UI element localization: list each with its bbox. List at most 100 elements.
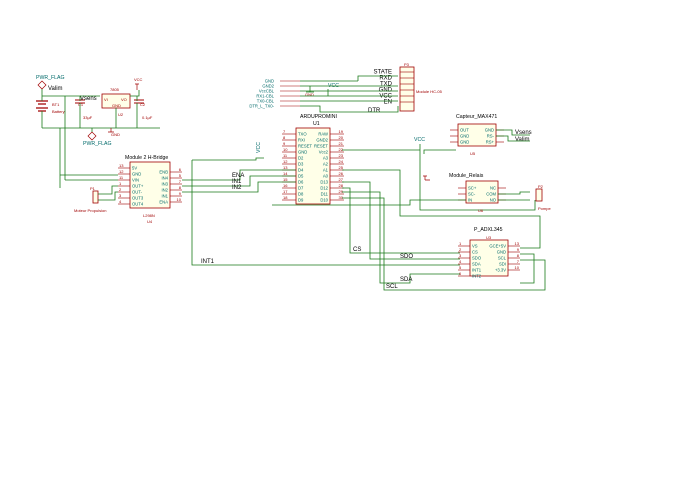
- adxl-right-4-pin-number: 10: [515, 265, 520, 270]
- hbridge-left-6-pin-number: 4: [119, 199, 122, 204]
- hbridge-right-1-pin-number: 5: [179, 173, 182, 178]
- adxl-right-0-pin-name: GCE+5V: [489, 243, 506, 248]
- hc05-value: Module HC-05: [416, 89, 443, 94]
- pwr-flag-label: PWR_FLAG: [36, 75, 65, 81]
- arduino-right-2-pin-number: 21: [339, 141, 344, 146]
- pump-connector: P2 Pompe: [535, 184, 551, 211]
- adxl-left-1-pin-number: 2: [459, 247, 462, 252]
- adxl-left-3-pin-number: 4: [459, 259, 462, 264]
- arduino-left-3-pin-number: 10: [283, 147, 288, 152]
- arduino-right-7-pin-number: 26: [339, 171, 344, 176]
- adxl-ref: U3: [486, 235, 492, 240]
- adxl-left-2-pin-name: SDO: [472, 255, 482, 260]
- relais-ref: U6: [478, 208, 484, 213]
- relais-right-2-pin-name: NO: [490, 197, 497, 202]
- arduino-left-5-pin-number: 12: [283, 159, 288, 164]
- net-label-sdo: SDO: [400, 254, 413, 260]
- net-label-vsens: Vsens: [80, 96, 97, 102]
- hbridge-left-0-pin-number: 13: [119, 163, 124, 168]
- hbridge-right-2-pin-name: IN3: [161, 181, 168, 186]
- net-label-in1: IN1: [232, 179, 242, 185]
- arduino-right-8-pin-number: 27: [339, 177, 344, 182]
- net-label-valim-2: Valim: [515, 137, 530, 143]
- arduino-right-4-pin-name: A3: [323, 155, 329, 160]
- vcc-label: VCC: [134, 77, 143, 82]
- arduino-right-1-pin-number: 20: [339, 135, 344, 140]
- net-label-ena: ENA: [232, 173, 244, 179]
- hbridge-title: Module 2 H-Bridge: [125, 155, 168, 161]
- max471-body: [457, 123, 497, 147]
- arduino-left-0-pin-name: TXO: [298, 131, 307, 136]
- adxl-right-2-pin-name: SCL: [498, 255, 507, 260]
- c2-value: 0.1µF: [142, 115, 153, 120]
- arduino-left-0-pin-number: 7: [283, 129, 286, 134]
- vcc-label-3: VCC: [414, 137, 425, 143]
- arduino-left-10-pin-number: 17: [283, 189, 288, 194]
- hc05-pin-3: GND: [379, 88, 393, 94]
- c1-value: 33µF: [83, 115, 93, 120]
- arduino-left-11-pin-name: D9: [298, 197, 304, 202]
- arduino-right-11-pin-name: D10: [320, 197, 328, 202]
- hbridge-right-5-pin-name: ENA: [159, 199, 168, 204]
- vcc-label-2: VCC: [256, 142, 262, 153]
- hbridge-right-0-pin-name: ENB: [159, 169, 168, 174]
- arduino-right-2-pin-name: RESET: [314, 143, 328, 148]
- arduino-right-5-pin-name: A2: [323, 161, 329, 166]
- arduino-left-2-pin-name: RESET: [298, 143, 312, 148]
- regulator-ref: U2: [118, 112, 124, 117]
- adxl-right-0-pin-number: 13: [515, 241, 520, 246]
- hbridge-left-1-pin-number: 12: [119, 169, 124, 174]
- hbridge-right-3-pin-name: IN2: [161, 187, 168, 192]
- hc05-left-net-1: GND2: [262, 83, 274, 88]
- hc05-pin-0: STATE: [374, 70, 392, 76]
- arduino-left-4-pin-number: 11: [283, 153, 288, 158]
- net-label-dtr: DTR: [368, 108, 381, 114]
- adxl-left-2-pin-number: 3: [459, 253, 462, 258]
- hbridge-right-2-pin-number: 7: [179, 179, 182, 184]
- arduino-left-2-pin-number: 9: [283, 141, 286, 146]
- arduino-right-11-pin-number: 30: [339, 195, 344, 200]
- hbridge-left-0-pin-name: 5V: [132, 165, 137, 170]
- pwr-flag-symbol-2: [87, 131, 97, 141]
- arduino-right-0-pin-name: RAW: [318, 131, 328, 136]
- arduino-right-5-pin-number: 24: [339, 159, 344, 164]
- battery-value: Battery: [52, 109, 65, 114]
- hc05-body: [399, 66, 415, 112]
- net-label-int1: INT1: [201, 259, 215, 265]
- net-label-in2: IN2: [232, 185, 242, 191]
- hbridge-left-1-pin-name: GND: [132, 171, 141, 176]
- adxl-right-4-pin-name: +3.3V: [495, 267, 506, 272]
- adxl-left-1-pin-name: CS: [472, 249, 478, 254]
- gnd-label-hc: GND: [305, 92, 314, 97]
- arduino-right-4-pin-number: 23: [339, 153, 344, 158]
- arduino-left-7-pin-name: D5: [298, 173, 304, 178]
- hbridge-right-4-pin-number: 9: [179, 191, 182, 196]
- adxl-left-4-pin-name: INT1: [472, 267, 482, 272]
- max471-right-1-pin-name: RS-: [487, 133, 495, 138]
- hbridge-right-3-pin-number: 8: [179, 185, 182, 190]
- adxl-left-4-pin-number: 5: [459, 265, 462, 270]
- c1-ref: C1: [78, 102, 84, 107]
- regulator-pin-vo: VO: [121, 97, 127, 102]
- net-label-vsens-2: Vsens: [515, 130, 532, 136]
- battery-ref: BT1: [52, 102, 60, 107]
- adxl-left-0-pin-name: VS: [472, 243, 478, 248]
- arduino-right-10-pin-number: 29: [339, 189, 344, 194]
- hc05-left-net-0: GND: [265, 78, 274, 83]
- signal-wires: CS SDO SDA SCL INT1 ENA IN1 IN2: [182, 149, 546, 291]
- arduino-right-9-pin-number: 28: [339, 183, 344, 188]
- hbridge-left-2-pin-number: 11: [119, 175, 124, 180]
- adxl-right-3-pin-number: 7: [517, 259, 520, 264]
- adxl-left-0-pin-number: 1: [459, 241, 462, 246]
- arduino-body: [295, 127, 331, 205]
- hc05-left-net-3: RX1-CBL: [256, 93, 274, 98]
- hbridge-left-4-pin-number: 2: [119, 187, 122, 192]
- pwr-flag-symbol: [37, 80, 47, 90]
- max471-ref: U5: [470, 151, 476, 156]
- hbridge-left-5-pin-number: 3: [119, 193, 122, 198]
- hbridge-left-5-pin-name: OUT3: [132, 195, 144, 200]
